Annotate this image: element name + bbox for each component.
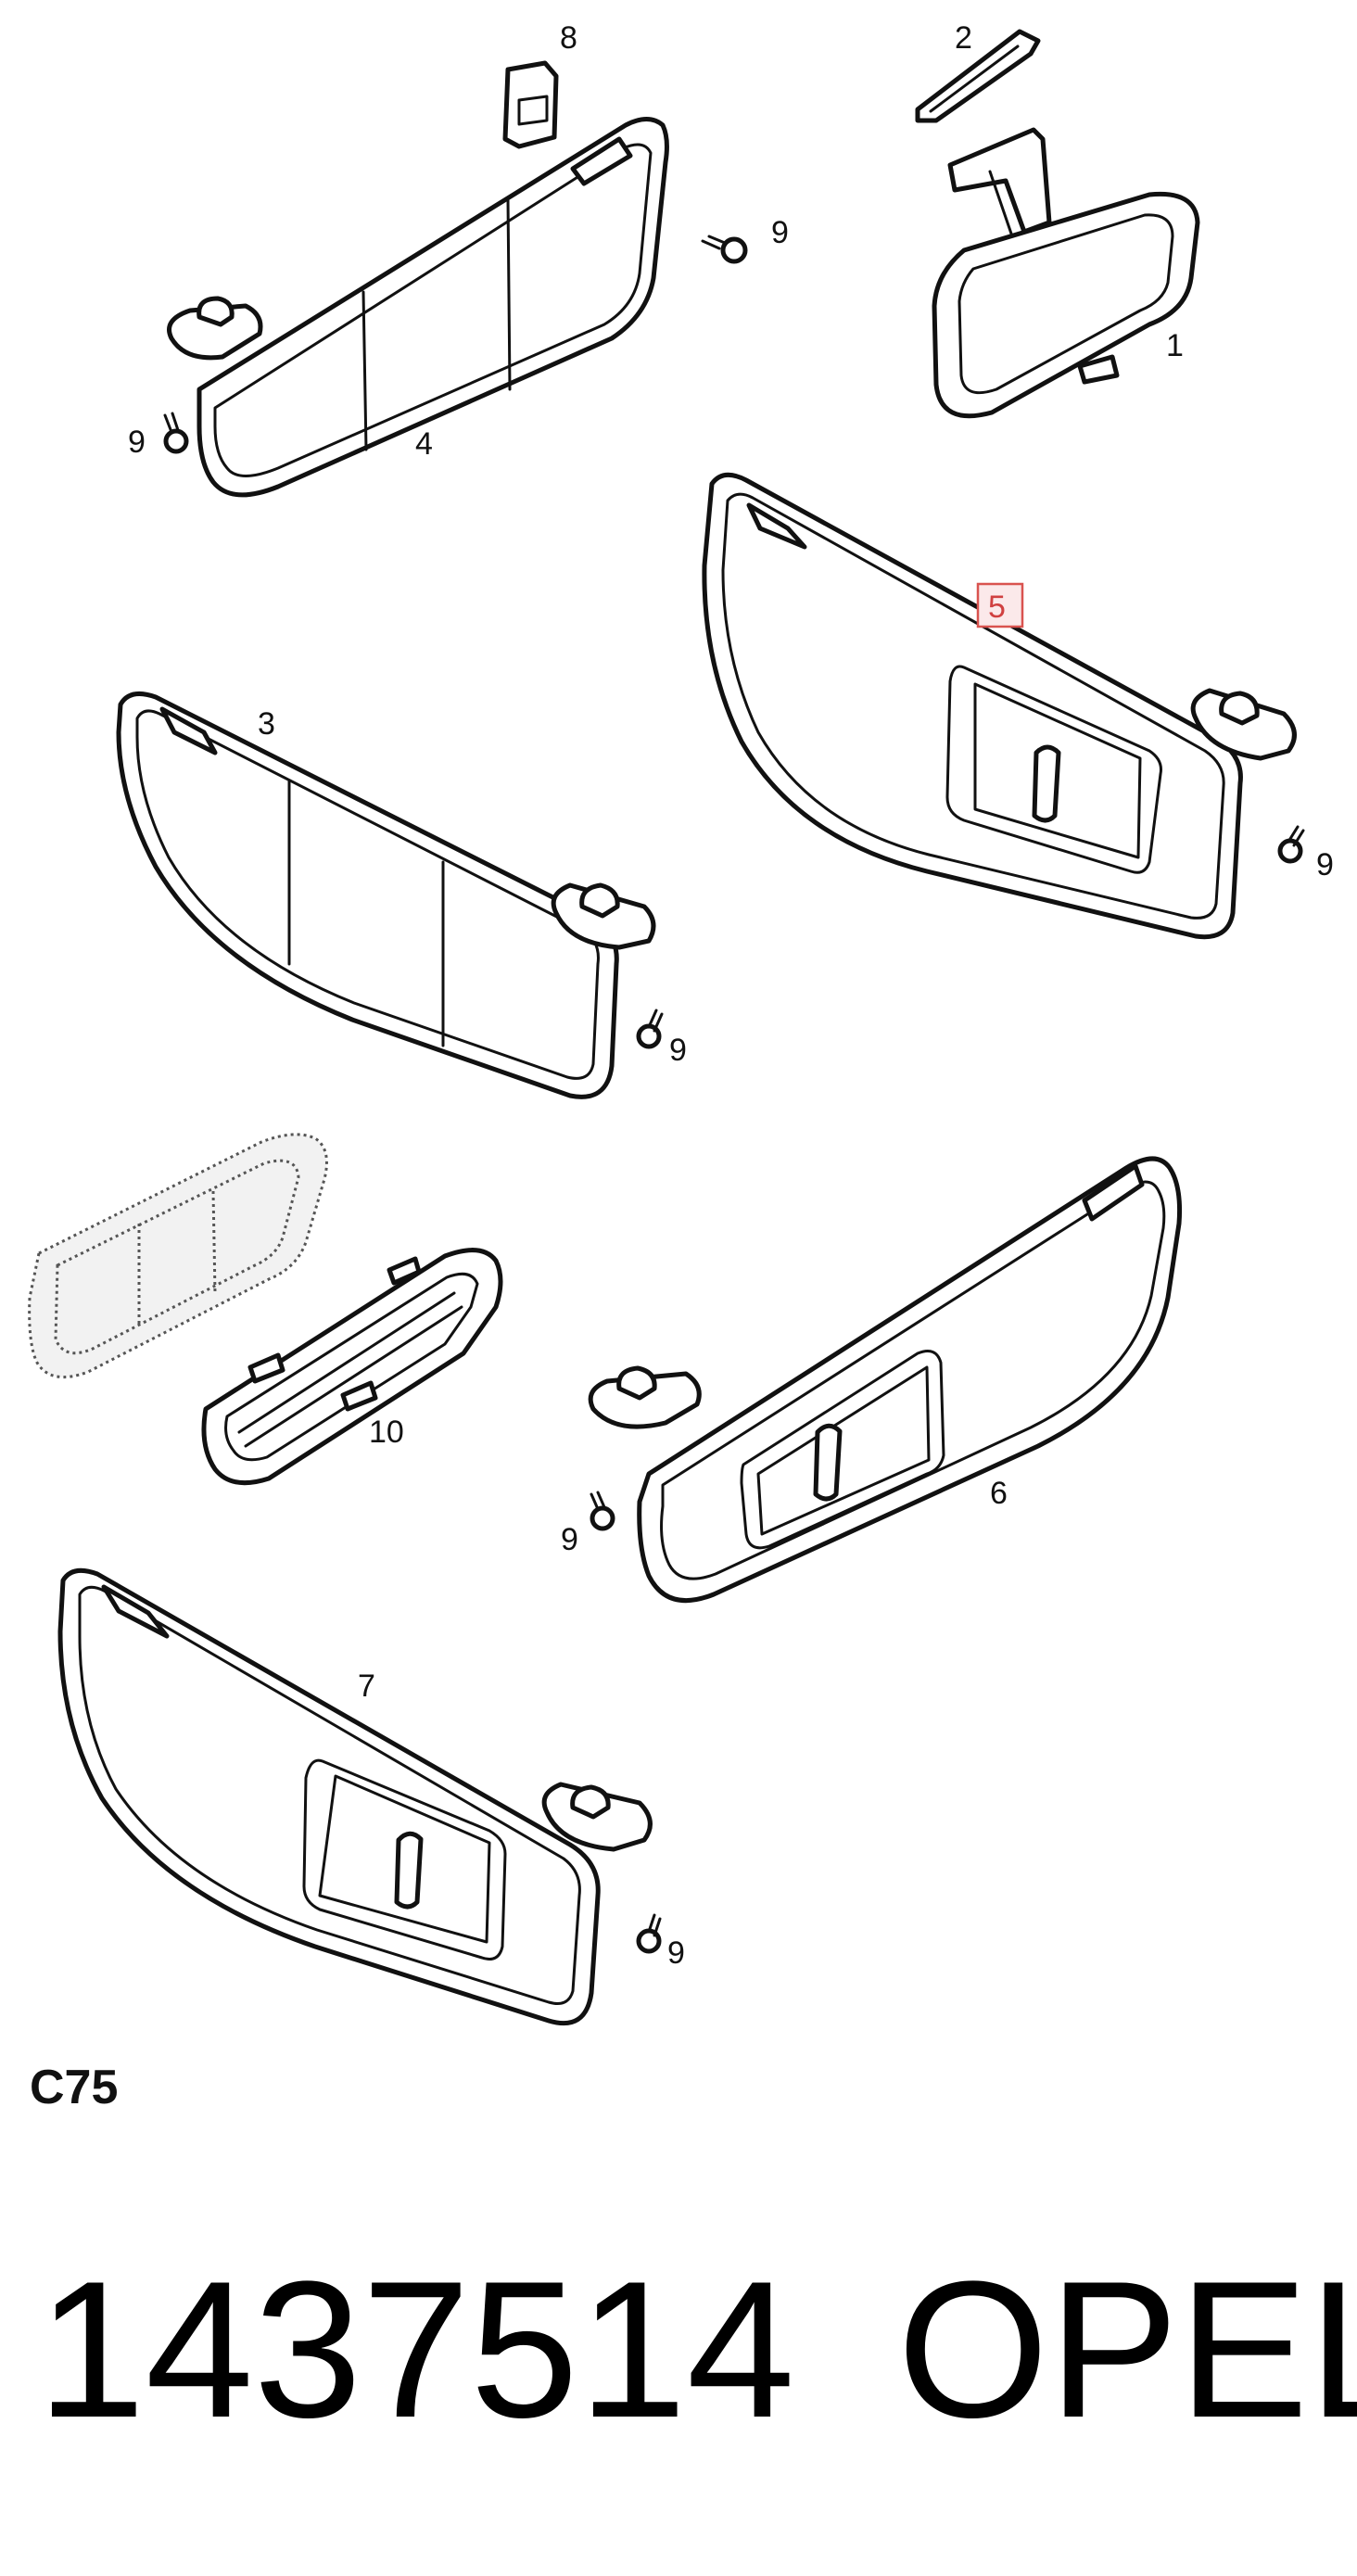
callout-7: 7 <box>358 1669 375 1704</box>
sun-visor-part-6 <box>588 1156 1182 1604</box>
sun-visor-part-4 <box>167 117 669 498</box>
callout-2: 2 <box>955 20 972 56</box>
sun-visor-part-7 <box>57 1567 653 2026</box>
callout-9: 9 <box>128 425 146 460</box>
callout-6: 6 <box>990 1476 1008 1511</box>
callout-9: 9 <box>561 1522 578 1557</box>
callout-10: 10 <box>369 1415 404 1450</box>
callout-5: 5 <box>988 590 1006 625</box>
rear-view-mirror-part-1 <box>932 127 1200 419</box>
brand-name: OPEL <box>897 2240 1357 2458</box>
screw-icon <box>590 1491 615 1531</box>
callout-9: 9 <box>1316 847 1334 882</box>
screw-icon <box>163 412 189 454</box>
part-number: 1437514 <box>37 2240 795 2458</box>
diagram-code: C75 <box>30 2061 119 2114</box>
screw-icon <box>701 235 748 264</box>
screw-icon <box>636 1009 664 1049</box>
screw-icon <box>1277 825 1305 864</box>
callout-4: 4 <box>415 426 433 462</box>
callout-1: 1 <box>1166 328 1184 363</box>
mirror-cover-part-2 <box>915 29 1041 123</box>
callout-3: 3 <box>258 706 275 742</box>
visor-clip-part-8 <box>502 60 559 149</box>
sun-visor-part-5 <box>702 472 1297 940</box>
callout-8: 8 <box>560 20 577 56</box>
callout-9: 9 <box>667 1935 685 1971</box>
sun-visor-part-3 <box>116 691 656 1099</box>
vanity-mirror-ghost <box>28 1133 328 1379</box>
vanity-mirror-frame-part-10 <box>201 1248 503 1486</box>
callout-9: 9 <box>669 1033 687 1068</box>
screw-icon <box>636 1913 662 1954</box>
callout-9: 9 <box>771 215 789 250</box>
callout-5-highlight <box>976 582 1024 628</box>
